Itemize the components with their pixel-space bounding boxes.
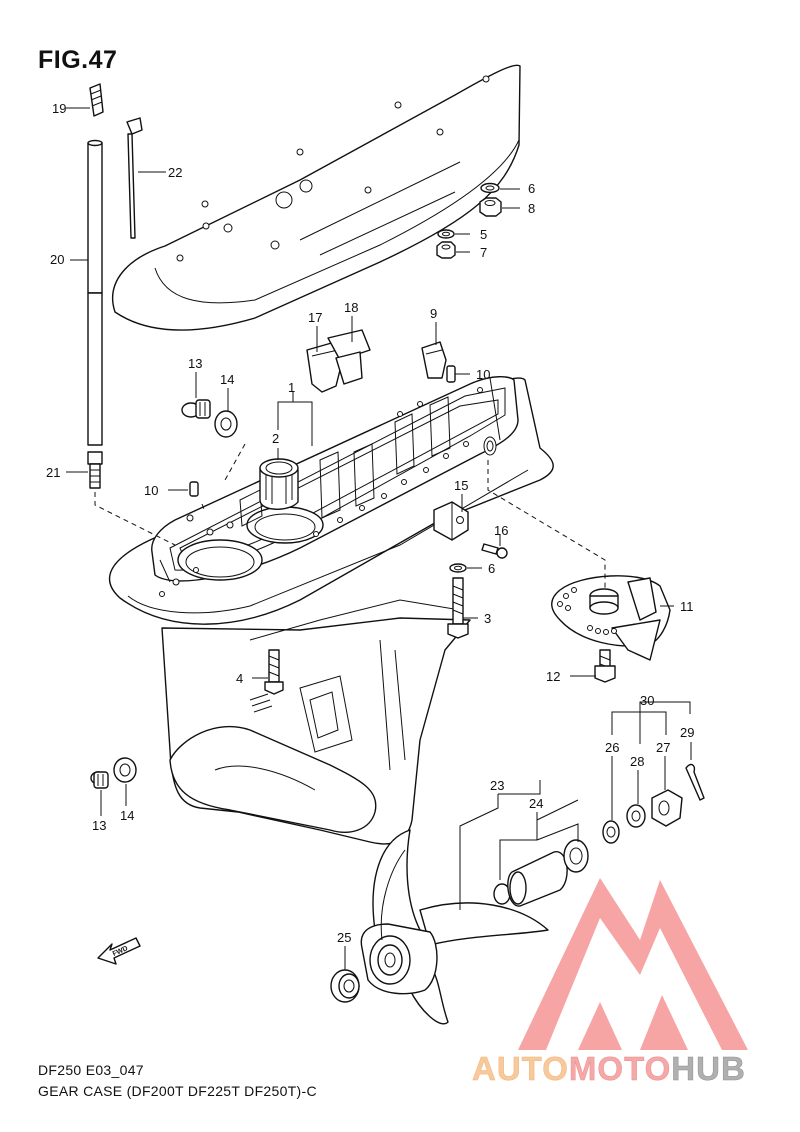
- ventilation-plate: [112, 64, 521, 331]
- callout-c25: 25: [337, 930, 351, 945]
- callout-c9: 9: [430, 306, 437, 321]
- part-29-cotter-pin: [685, 763, 705, 801]
- figure-description: GEAR CASE (DF200T DF225T DF250T)-C: [38, 1083, 317, 1099]
- part-23-propeller: [360, 829, 549, 1025]
- callout-c6b: 6: [488, 561, 495, 576]
- part-6-washer-lower: [449, 563, 467, 573]
- callout-c19: 19: [52, 101, 66, 116]
- part-21-connector: [87, 451, 103, 489]
- callout-c28: 28: [630, 754, 644, 769]
- figure-code: DF250 E03_047: [38, 1062, 144, 1078]
- callout-c23: 23: [490, 778, 504, 793]
- callout-c11: 11: [680, 599, 694, 614]
- callout-c10a: 10: [476, 367, 490, 382]
- part-24-bushing: [493, 839, 589, 907]
- watermark-logo: [518, 878, 748, 1050]
- callout-c1: 1: [288, 380, 295, 395]
- callout-c16: 16: [494, 523, 508, 538]
- callout-c3: 3: [484, 611, 491, 626]
- part-11-trim-tab: [551, 575, 671, 661]
- part-16-screw: [481, 543, 508, 559]
- part-13-plug-upper: [181, 399, 211, 419]
- fwd-direction-marker: FWD: [97, 937, 141, 965]
- callout-c13b: 13: [92, 818, 106, 833]
- watermark-word-auto: AUTO: [472, 1050, 569, 1087]
- callout-c14a: 14: [220, 372, 234, 387]
- part-6-washer-top: [480, 182, 500, 194]
- part-10-pin-lower: [189, 481, 199, 497]
- part-28-spacer: [626, 804, 646, 828]
- part-19-grommet: [89, 83, 104, 117]
- callout-c21: 21: [46, 465, 60, 480]
- callout-c24: 24: [529, 796, 543, 811]
- watermark-word-moto: MOTO: [569, 1050, 671, 1087]
- part-26-washer: [602, 820, 620, 844]
- figure-title: FIG.47: [38, 46, 118, 74]
- callout-c6a: 6: [528, 181, 535, 196]
- callout-c2: 2: [272, 431, 279, 446]
- part-27-nut: [651, 789, 683, 827]
- callout-c17: 17: [308, 310, 322, 325]
- callout-c10b: 10: [144, 483, 158, 498]
- callout-c18: 18: [344, 300, 358, 315]
- callout-c5: 5: [480, 227, 487, 242]
- part-9-pad: [421, 341, 447, 379]
- part-14-gasket-lower: [113, 757, 137, 783]
- part-4-bolt: [264, 649, 284, 695]
- callout-c15: 15: [454, 478, 468, 493]
- callout-c4: 4: [236, 671, 243, 686]
- part-2-bearing: [259, 458, 299, 510]
- part-22-cable-tie: [126, 117, 143, 239]
- callout-c14b: 14: [120, 808, 134, 823]
- callout-c26: 26: [605, 740, 619, 755]
- callout-c13a: 13: [188, 356, 202, 371]
- watermark-text: AUTOMOTOHUB: [472, 1050, 746, 1088]
- callout-c12: 12: [546, 669, 560, 684]
- callout-c22: 22: [168, 165, 182, 180]
- callout-c27: 27: [656, 740, 670, 755]
- svg-text:AUTOMOTOHUB: AUTOMOTOHUB: [472, 1050, 746, 1087]
- callout-c8: 8: [528, 201, 535, 216]
- callout-c7: 7: [480, 245, 487, 260]
- part-14-gasket-upper: [214, 410, 238, 438]
- part-25-thrust-washer: [330, 969, 360, 1003]
- part-5-washer: [437, 229, 455, 239]
- part-18-clip: [327, 329, 371, 385]
- part-12-bolt: [594, 649, 616, 683]
- callout-c20: 20: [50, 252, 64, 267]
- callout-c30: 30: [640, 693, 654, 708]
- assembly-lines: [94, 443, 606, 590]
- part-13-plug-lower: [90, 771, 109, 789]
- fwd-label: FWD: [112, 945, 129, 958]
- watermark-word-hub: HUB: [671, 1050, 746, 1087]
- part-3-bolt: [447, 577, 469, 639]
- gear-case-housing: [109, 376, 554, 845]
- callout-c29: 29: [680, 725, 694, 740]
- part-15-block: [433, 501, 469, 541]
- part-10-pin-upper: [446, 365, 456, 383]
- part-7-nut: [436, 241, 456, 259]
- part-20-shift-rod: [87, 139, 103, 446]
- part-8-nut: [479, 197, 502, 217]
- leader-lines: [66, 107, 692, 970]
